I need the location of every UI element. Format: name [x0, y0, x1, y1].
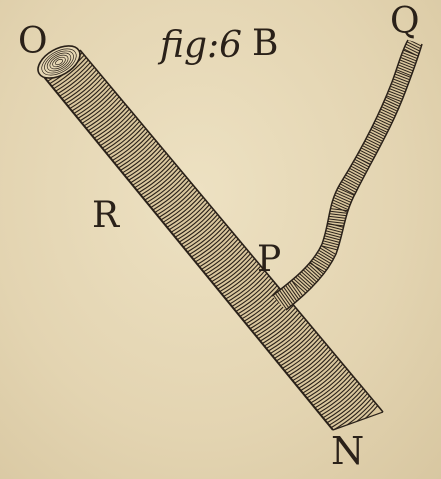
label-o: O — [18, 24, 48, 60]
figure-caption: fig:6 — [160, 28, 242, 64]
label-n: N — [331, 432, 364, 470]
label-r: R — [92, 198, 119, 234]
label-b: B — [252, 26, 278, 62]
label-q: Q — [390, 4, 420, 40]
label-p: P — [257, 242, 281, 278]
branch-vessel — [271, 36, 427, 314]
